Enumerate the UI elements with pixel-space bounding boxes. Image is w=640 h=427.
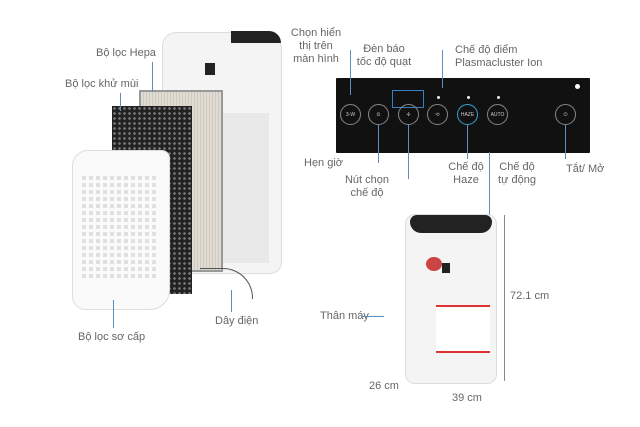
plasmacluster-button[interactable]: ⟲ (427, 104, 448, 125)
dimension-width: 39 cm (452, 392, 482, 404)
dimension-depth: 26 cm (369, 380, 399, 392)
pre-filter (72, 150, 170, 310)
haze-button[interactable]: HAZE (457, 104, 478, 125)
label-hepa: Bộ lọc Hepa (96, 47, 156, 59)
label-timer: Hẹn giờ (304, 157, 344, 169)
label-pre-filter: Bộ lọc sơ cấp (78, 331, 146, 343)
label-deodor: Bộ lọc khử mùi (65, 78, 139, 90)
power-button[interactable]: ⏻ (555, 104, 576, 125)
label-body: Thân máy (320, 310, 369, 322)
label-power: Tắt/ Mở (566, 163, 605, 175)
timer-button[interactable]: ⏲ (368, 104, 389, 125)
display-button[interactable]: 3-W (340, 104, 361, 125)
dimension-height: 72.1 cm (510, 290, 550, 302)
mode-button[interactable]: ✢ (398, 104, 419, 125)
auto-button[interactable]: AUTO (487, 104, 508, 125)
label-cord: Dây điện (215, 315, 259, 327)
purifier-front-unit (405, 214, 497, 384)
